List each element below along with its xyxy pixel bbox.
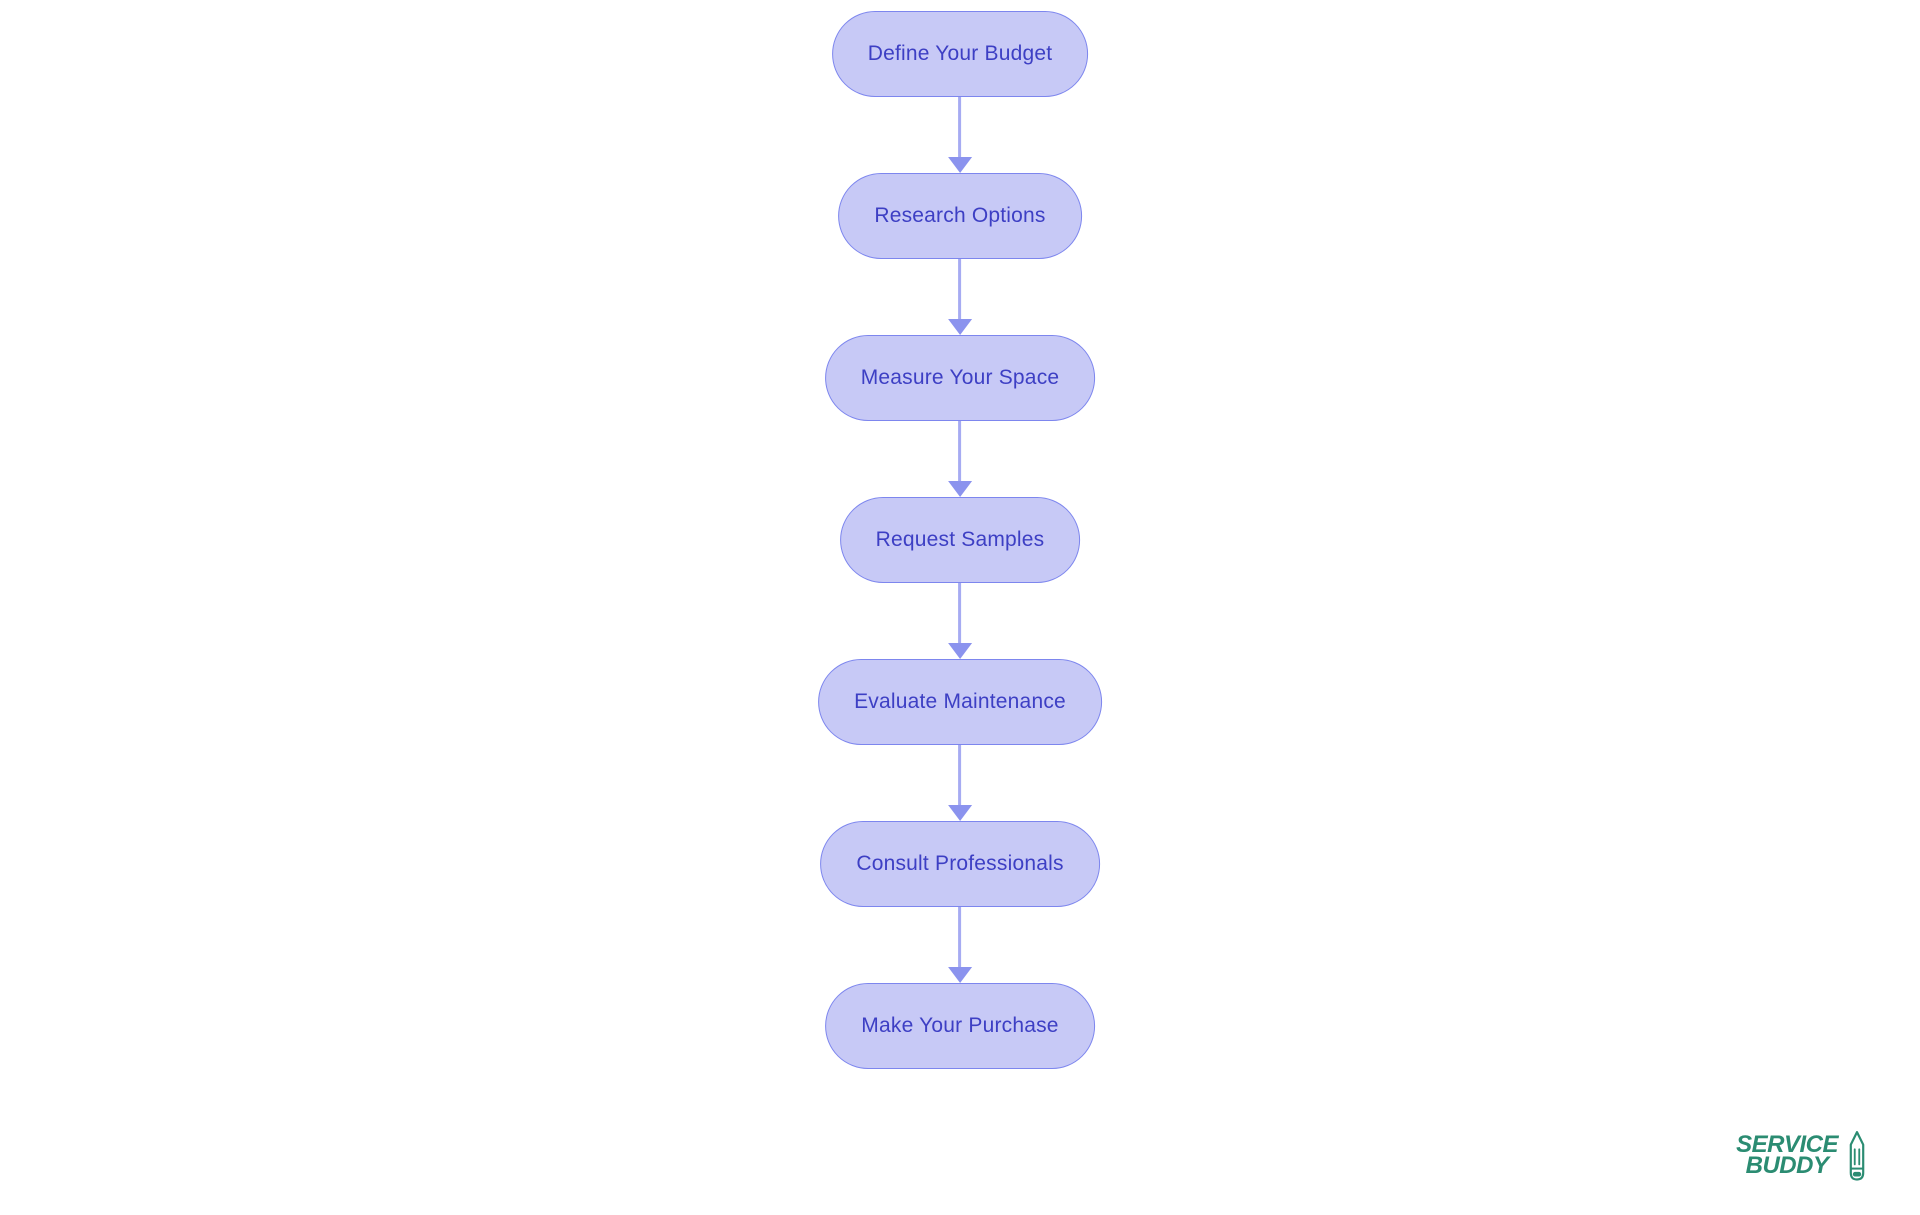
arrow-down-icon	[948, 157, 972, 173]
flow-connector	[948, 259, 972, 335]
flow-node-make-purchase: Make Your Purchase	[825, 983, 1095, 1069]
logo-line2: BUDDY	[1745, 1152, 1829, 1179]
flow-node-measure-space: Measure Your Space	[824, 335, 1096, 421]
arrow-down-icon	[948, 805, 972, 821]
service-buddy-logo: SERVICE BUDDY	[1736, 1130, 1868, 1182]
flow-node-consult-professionals: Consult Professionals	[820, 821, 1100, 907]
flow-node-research-options: Research Options	[838, 173, 1082, 259]
connector-line	[958, 745, 962, 806]
flowchart: Define Your Budget Research Options Meas…	[818, 11, 1102, 1069]
flow-node-label: Make Your Purchase	[861, 1014, 1059, 1037]
connector-line	[958, 907, 962, 968]
flow-connector	[948, 745, 972, 821]
connector-line	[958, 97, 962, 158]
flow-connector	[948, 421, 972, 497]
flow-node-label: Evaluate Maintenance	[854, 690, 1066, 713]
connector-line	[958, 259, 962, 320]
flow-node-request-samples: Request Samples	[839, 497, 1081, 583]
arrow-down-icon	[948, 319, 972, 335]
flow-node-label: Request Samples	[875, 528, 1045, 551]
flow-node-label: Research Options	[874, 204, 1046, 227]
flow-node-define-budget: Define Your Budget	[831, 11, 1089, 97]
flow-node-evaluate-maintenance: Evaluate Maintenance	[818, 659, 1102, 745]
pencil-icon	[1849, 1131, 1865, 1181]
flow-node-label: Define Your Budget	[867, 42, 1053, 65]
logo-wordmark: SERVICE BUDDY	[1736, 1131, 1838, 1179]
arrow-down-icon	[948, 643, 972, 659]
connector-line	[958, 583, 962, 644]
flow-connector	[948, 97, 972, 173]
flow-node-label: Consult Professionals	[856, 852, 1064, 875]
logo-line1: SERVICE	[1736, 1131, 1838, 1159]
flow-connector	[948, 583, 972, 659]
flow-node-label: Measure Your Space	[860, 366, 1060, 389]
arrow-down-icon	[948, 481, 972, 497]
connector-line	[958, 421, 962, 482]
arrow-down-icon	[948, 967, 972, 983]
flow-connector	[948, 907, 972, 983]
